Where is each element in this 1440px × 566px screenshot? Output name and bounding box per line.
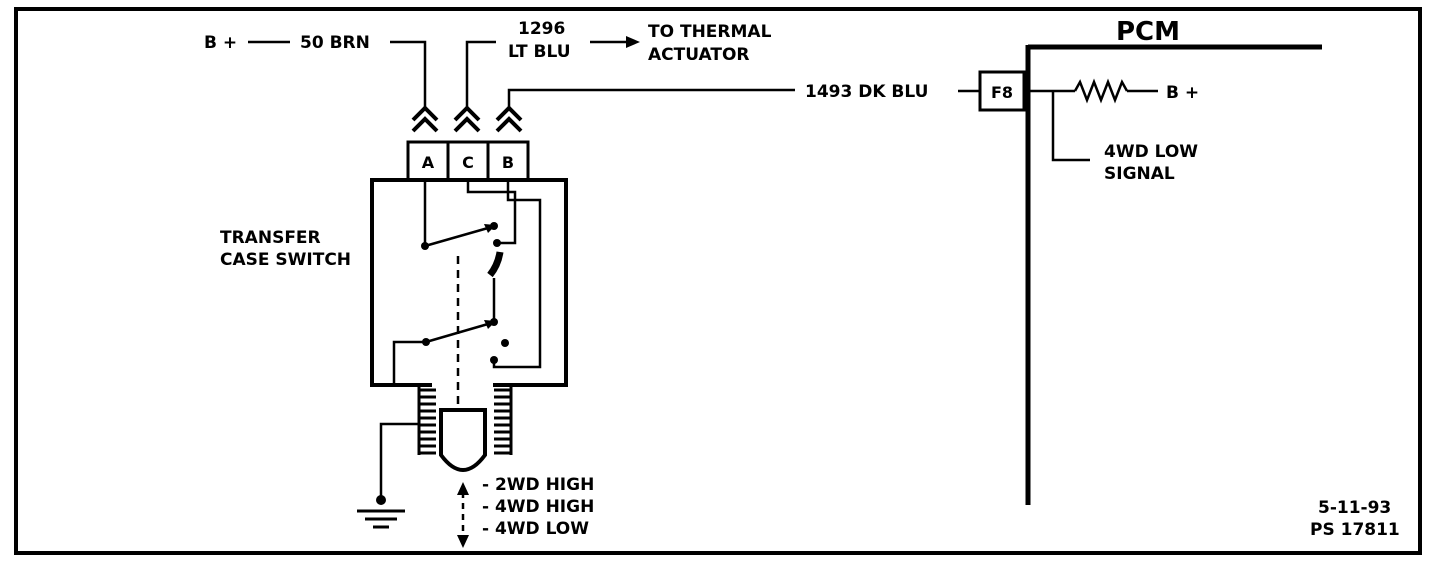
switch-label-line1: TRANSFER [220,228,321,248]
right-spring [494,385,513,455]
diagram-date: 5-11-93 [1318,498,1391,518]
pcm-signal-line1: 4WD LOW [1104,142,1198,162]
wire-1493-dk-blu-left [507,88,795,108]
diagram-reference: PS 17811 [1310,520,1400,540]
thermal-arrow-head [626,36,640,48]
wire-50-brn [390,40,427,108]
b-plus-label-right: B + [1166,83,1199,103]
pcm-pullup-circuit [1024,78,1158,162]
wire-1493-dk-blu-label: 1493 DK BLU [805,82,928,102]
wire-50-brn-label: 50 BRN [300,33,370,53]
terminal-b-box [486,140,530,182]
mode-4wd-low: - 4WD LOW [482,519,589,539]
wire-1296-number: 1296 [518,19,565,39]
b-plus-label-left: B + [204,33,237,53]
switch-housing [370,178,568,387]
diagram-border [14,7,1422,555]
mode-2wd-high: - 2WD HIGH [482,475,594,495]
wire-lt-blu-label: LT BLU [508,42,571,62]
plunger-travel-arrow [457,482,469,548]
terminal-c-label: C [462,153,474,172]
wire-1296-lt-blu [465,40,496,108]
terminal-c-chevrons [453,105,481,133]
thermal-label-line1: TO THERMAL [648,22,772,42]
left-spring [417,385,436,455]
terminal-a-chevrons [411,105,439,133]
ground-symbol [357,422,419,529]
switch-label-line2: CASE SWITCH [220,250,351,270]
pcm-pin-f8-label: F8 [991,83,1013,102]
switch-internal-circuit [392,180,542,410]
terminal-b-label: B [502,153,514,172]
pcm-pin-f8-box [978,70,1026,112]
pcm-signal-line2: SIGNAL [1104,164,1175,184]
terminal-b-chevrons [495,105,523,133]
switch-plunger [439,408,487,472]
thermal-label-line2: ACTUATOR [648,45,750,65]
terminal-a-label: A [422,153,435,172]
pcm-title: PCM [1116,17,1180,47]
mode-4wd-high: - 4WD HIGH [482,497,594,517]
